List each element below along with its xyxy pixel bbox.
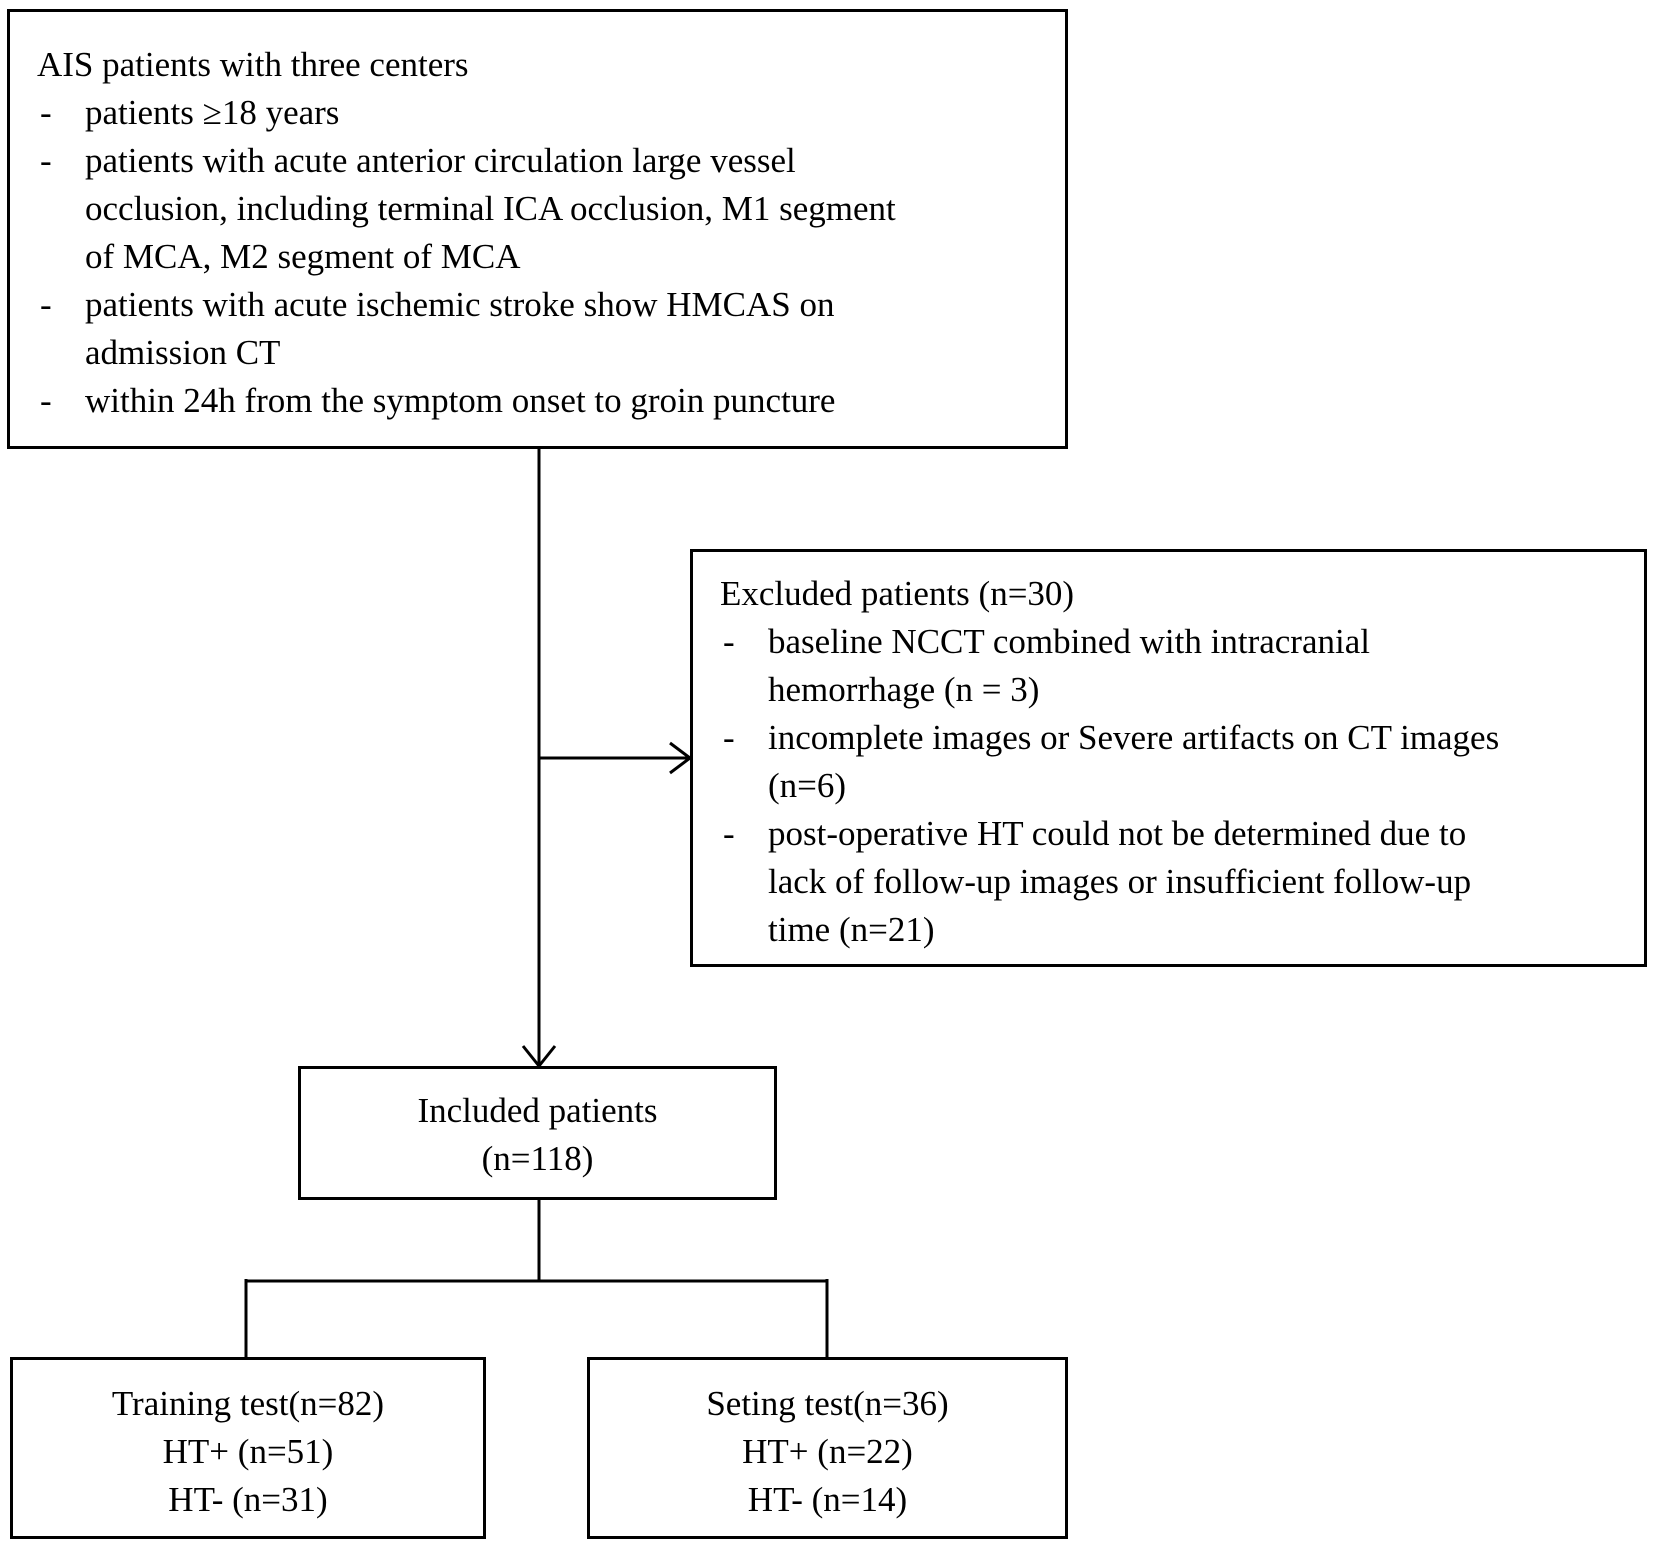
inclusion-item-2-line-1: patients with acute anterior circulation… <box>85 141 796 180</box>
inclusion-bullet-1: - <box>40 93 52 132</box>
exclusion-bullet-3: - <box>723 814 735 853</box>
inclusion-bullet-4: - <box>40 381 52 420</box>
included-patients-box: Included patients (n=118) <box>298 1066 777 1200</box>
exclusion-bullet-2: - <box>723 718 735 757</box>
included-title: Included patients <box>417 1091 658 1130</box>
exclusion-item-3-line-3: time (n=21) <box>768 910 935 949</box>
training-ht-positive: HT+ (n=51) <box>162 1432 334 1471</box>
exclusion-item-1-line-2: hemorrhage (n = 3) <box>768 670 1040 709</box>
inclusion-item-3-line-1: patients with acute ischemic stroke show… <box>85 285 835 324</box>
exclusion-item-2-line-2: (n=6) <box>768 766 847 805</box>
inclusion-item-3-line-2: admission CT <box>85 333 281 372</box>
inclusion-bullet-2: - <box>40 141 52 180</box>
seting-ht-negative: HT- (n=14) <box>747 1480 908 1519</box>
seting-test-box: Seting test(n=36) HT+ (n=22) HT- (n=14) <box>587 1357 1068 1539</box>
training-title: Training test(n=82) <box>111 1384 385 1423</box>
exclusion-title: Excluded patients (n=30) <box>720 574 1075 613</box>
inclusion-item-2-line-2: occlusion, including terminal ICA occlus… <box>85 189 896 228</box>
exclusion-item-3-line-2: lack of follow-up images or insufficient… <box>768 862 1472 901</box>
exclusion-bullet-1: - <box>723 622 735 661</box>
inclusion-item-2-line-3: of MCA, M2 segment of MCA <box>85 237 521 276</box>
seting-title: Seting test(n=36) <box>706 1384 949 1423</box>
inclusion-item-1-line-1: patients ≥18 years <box>85 93 340 132</box>
training-test-box: Training test(n=82) HT+ (n=51) HT- (n=31… <box>10 1357 486 1539</box>
included-count: (n=118) <box>481 1139 594 1178</box>
seting-ht-positive: HT+ (n=22) <box>742 1432 913 1471</box>
exclusion-box: Excluded patients (n=30) - baseline NCCT… <box>690 549 1647 967</box>
inclusion-item-4-line-1: within 24h from the symptom onset to gro… <box>85 381 836 420</box>
inclusion-bullet-3: - <box>40 285 52 324</box>
training-ht-negative: HT- (n=31) <box>168 1480 328 1519</box>
exclusion-item-1-line-1: baseline NCCT combined with intracranial <box>768 622 1370 661</box>
exclusion-item-2-line-1: incomplete images or Severe artifacts on… <box>768 718 1500 757</box>
inclusion-title: AIS patients with three centers <box>37 45 469 84</box>
exclusion-item-3-line-1: post-operative HT could not be determine… <box>768 814 1467 853</box>
inclusion-criteria-box: AIS patients with three centers - patien… <box>7 9 1068 449</box>
